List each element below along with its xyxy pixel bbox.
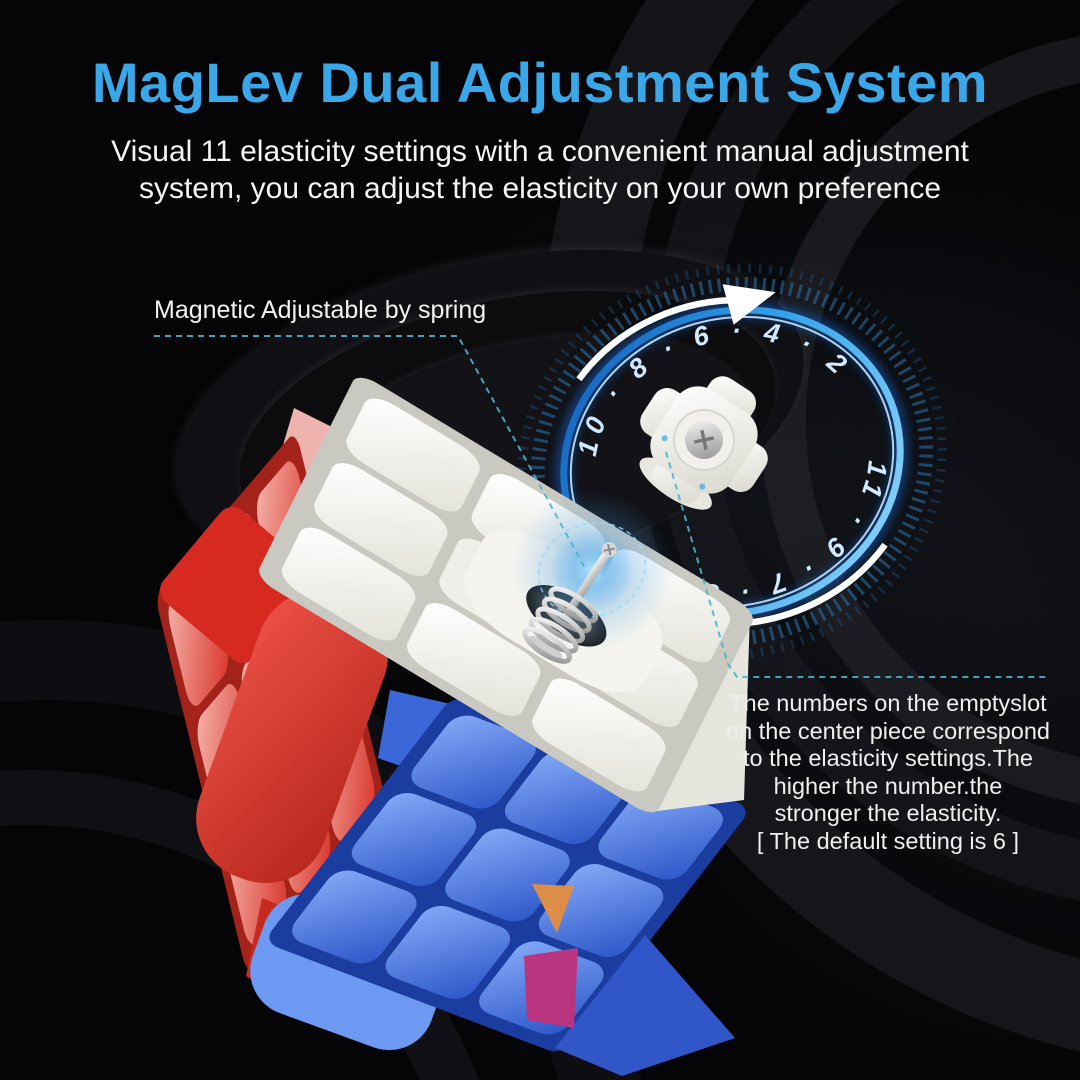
screw-cross xyxy=(603,543,615,556)
note-line: on the center piece correspond xyxy=(726,717,1050,744)
subtitle-line-2: system, you can adjust the elasticity on… xyxy=(138,172,942,205)
note-line: The numbers on the emptyslot xyxy=(729,690,1047,716)
spring-callout-label: Magnetic Adjustable by spring xyxy=(154,296,487,324)
rotate-arrow-icon xyxy=(576,296,733,382)
callout-line-spring xyxy=(154,335,586,569)
note-line: [ The default setting is 6 ] xyxy=(756,827,1020,854)
note-line: stronger the elasticity. xyxy=(774,800,1002,826)
cube-piece-orange xyxy=(532,884,574,933)
note-line: to the elasticity settings.The xyxy=(743,745,1033,771)
cube-piece-blue-corner xyxy=(555,935,735,1076)
adjustment-spring xyxy=(522,542,617,664)
rotate-arrow-icon xyxy=(731,542,888,628)
cube-piece-magenta-bottom xyxy=(524,948,578,1028)
note-line: higher the number.the xyxy=(773,772,1003,799)
piece-screw-cross xyxy=(693,429,715,451)
rotate-arrow-head xyxy=(722,284,776,325)
dial-tick-band xyxy=(530,276,934,648)
cube-piece-red-bulge xyxy=(196,590,388,884)
speed-cube xyxy=(157,376,768,1076)
spring-dashed-ring xyxy=(538,522,646,618)
subtitle-line-1: Visual 11 elasticity settings with a con… xyxy=(111,135,969,168)
callout-line-note xyxy=(665,451,1047,678)
floating-center-piece xyxy=(639,376,768,510)
elasticity-note: The numbers on the emptyslot on the cent… xyxy=(718,690,1058,855)
page-title: MagLev Dual Adjustment System xyxy=(91,51,989,114)
subtitle: Visual 11 elasticity settings with a con… xyxy=(0,133,1080,207)
